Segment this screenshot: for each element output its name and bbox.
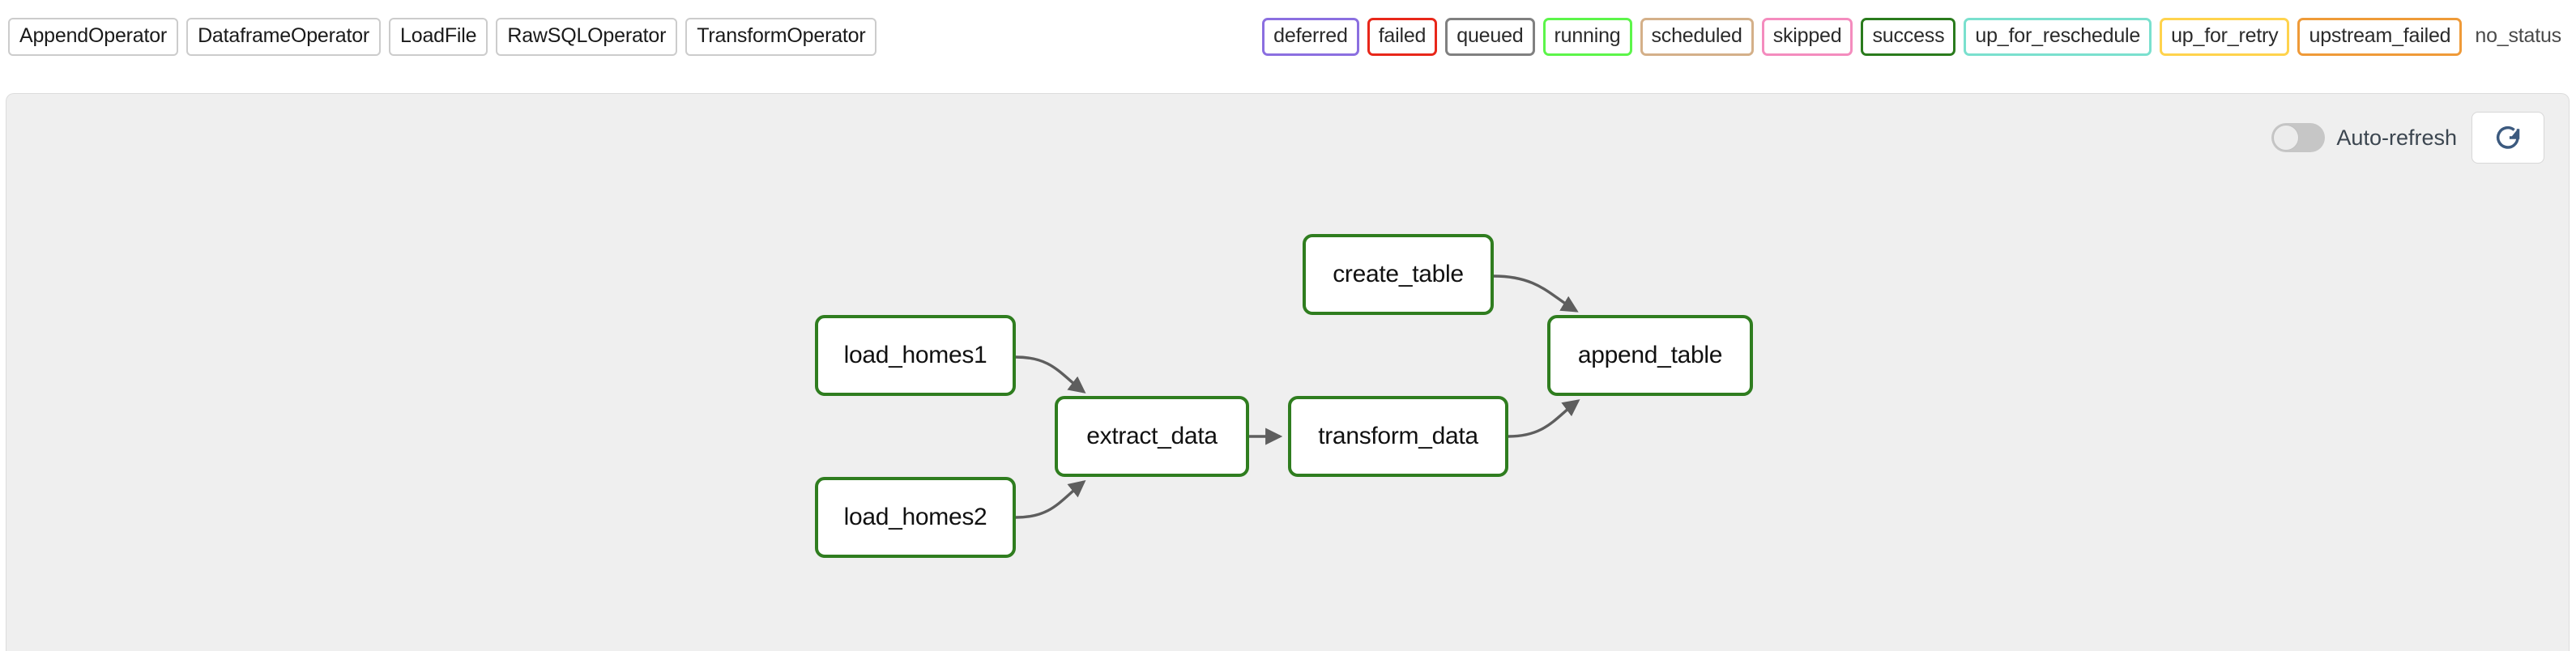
operator-badge-dataframe[interactable]: DataframeOperator xyxy=(186,18,382,56)
toggle-knob xyxy=(2273,125,2300,151)
status-badge-up-for-reschedule[interactable]: up_for_reschedule xyxy=(1964,18,2152,56)
status-badge-skipped[interactable]: skipped xyxy=(1761,18,1853,56)
dag-node-load-homes1[interactable]: load_homes1 xyxy=(815,315,1016,396)
auto-refresh-control[interactable]: Auto-refresh xyxy=(2271,123,2457,152)
auto-refresh-toggle[interactable] xyxy=(2271,123,2326,152)
status-badge-no-status[interactable]: no_status xyxy=(2475,24,2561,47)
refresh-button[interactable] xyxy=(2472,112,2544,164)
edge-transform-data-append-table xyxy=(1508,399,1580,438)
refresh-icon xyxy=(2496,126,2520,149)
edge-create-table-append-table xyxy=(1493,274,1579,313)
edge-load-homes1-extract-data xyxy=(1015,355,1086,394)
status-badge-success[interactable]: success xyxy=(1861,18,1956,56)
status-badge-upstream-failed[interactable]: upstream_failed xyxy=(2297,18,2463,56)
operator-legend: AppendOperator DataframeOperator LoadFil… xyxy=(8,18,877,56)
status-badge-up-for-retry[interactable]: up_for_retry xyxy=(2160,18,2290,56)
operator-badge-transform[interactable]: TransformOperator xyxy=(685,18,877,56)
status-badge-queued[interactable]: queued xyxy=(1445,18,1535,56)
status-legend: deferred failed queued running scheduled… xyxy=(1262,18,2565,56)
canvas-toolbar: Auto-refresh xyxy=(2271,112,2544,164)
status-badge-deferred[interactable]: deferred xyxy=(1262,18,1359,56)
dag-node-load-homes2[interactable]: load_homes2 xyxy=(815,477,1016,558)
dag-graph[interactable]: load_homes1 load_homes2 extract_data cre… xyxy=(6,94,2569,651)
graph-canvas[interactable]: Auto-refresh load_homes1 load_homes2 xyxy=(6,93,2570,651)
legend-header: AppendOperator DataframeOperator LoadFil… xyxy=(0,0,2576,93)
operator-badge-loadfile[interactable]: LoadFile xyxy=(389,18,488,56)
operator-badge-rawsql[interactable]: RawSQLOperator xyxy=(496,18,678,56)
status-badge-scheduled[interactable]: scheduled xyxy=(1640,18,1754,56)
dag-node-transform-data[interactable]: transform_data xyxy=(1288,396,1508,477)
operator-badge-append[interactable]: AppendOperator xyxy=(8,18,179,56)
dag-node-append-table[interactable]: append_table xyxy=(1547,315,1753,396)
status-badge-running[interactable]: running xyxy=(1542,18,1632,56)
dag-node-create-table[interactable]: create_table xyxy=(1303,234,1494,315)
status-badge-failed[interactable]: failed xyxy=(1367,18,1438,56)
dag-node-extract-data[interactable]: extract_data xyxy=(1055,396,1249,477)
edge-load-homes2-extract-data xyxy=(1015,480,1086,519)
auto-refresh-label: Auto-refresh xyxy=(2336,125,2457,150)
dag-edges xyxy=(1015,274,1580,519)
